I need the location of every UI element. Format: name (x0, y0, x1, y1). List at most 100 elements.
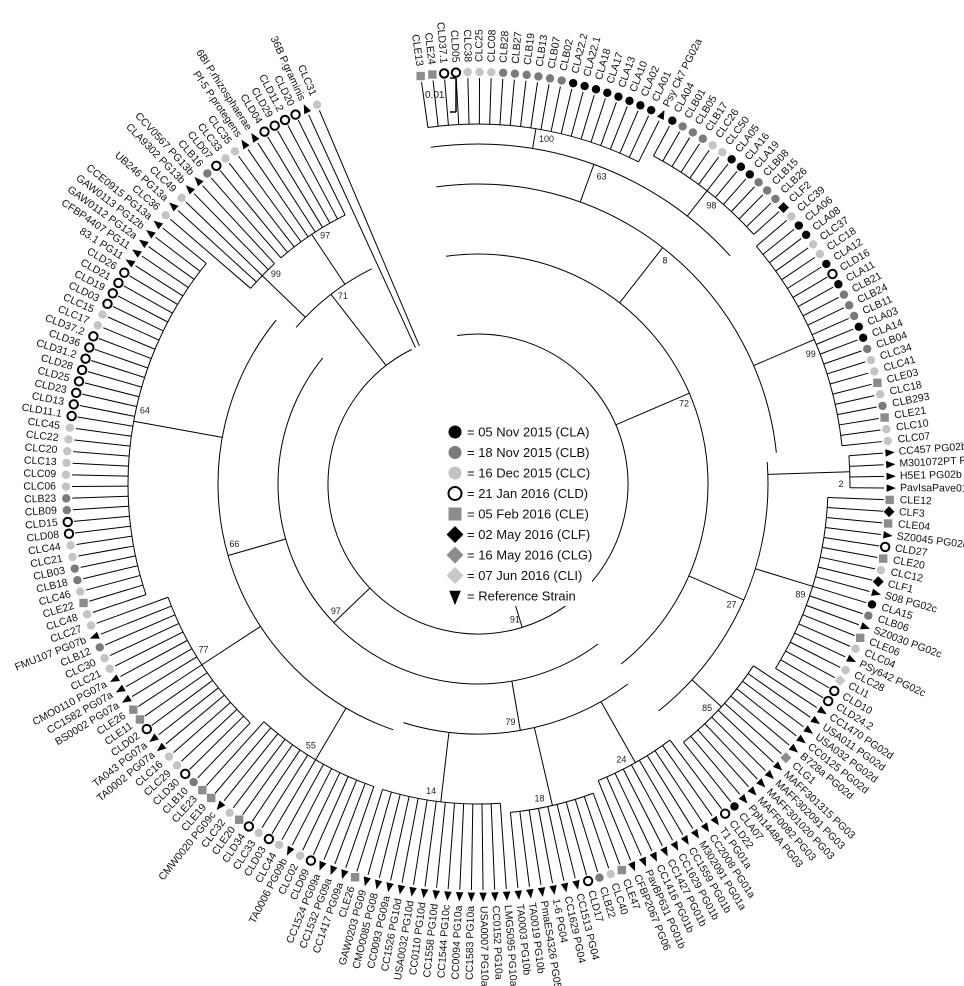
legend-label: = 02 May 2016 (CLF) (467, 527, 590, 542)
scale-bar-label: 0.01 (425, 90, 445, 101)
clade-stem (533, 727, 553, 806)
leaf-marker (849, 311, 859, 321)
leaf-marker (638, 856, 647, 867)
leaf-branch (214, 727, 272, 794)
leaf-node: CLC06 (23, 480, 71, 493)
leaf-label: LMG5095 PG10a (502, 905, 520, 986)
leaf-branch (228, 162, 295, 248)
leaf-marker (156, 742, 167, 752)
leaf-branch (89, 584, 144, 602)
leaf-marker (557, 76, 566, 85)
leaf-marker (68, 399, 79, 410)
leaf-marker (62, 505, 72, 515)
clade-stem (315, 707, 347, 760)
leaf-marker (82, 610, 92, 619)
leaf-marker (870, 367, 879, 376)
leaf-branch (841, 441, 882, 447)
clade-stem (753, 339, 815, 367)
bootstrap-value: 98 (706, 200, 716, 210)
bootstrap-value: 27 (726, 600, 736, 610)
leaf-label: CLD27 (894, 542, 928, 559)
leaf-marker (834, 675, 846, 687)
leaf-branch (806, 604, 859, 626)
leaf-branch (105, 614, 176, 646)
leaf-marker (649, 851, 657, 862)
leaf-marker (161, 211, 170, 220)
legend-label: = Reference Strain (467, 589, 576, 604)
leaf-branch (165, 694, 225, 745)
leaf-branch (820, 339, 858, 355)
bootstrap-value: 18 (534, 793, 544, 803)
leaf-branch (787, 266, 822, 289)
leaf-branch (96, 596, 169, 624)
leaf-marker (62, 458, 71, 468)
bootstrap-value: 55 (306, 741, 316, 751)
leaf-marker (614, 92, 623, 101)
leaf-marker (886, 472, 896, 481)
leaf-marker (312, 100, 322, 109)
leaf-marker (64, 435, 73, 444)
leaf-marker (727, 155, 736, 164)
leaf-branch (550, 86, 561, 132)
leaf-marker (428, 70, 437, 79)
leaf-marker (216, 800, 226, 811)
leaf-marker (498, 68, 508, 77)
leaf-marker (764, 769, 774, 780)
leaf-branch (753, 211, 780, 235)
leaf-node: CC0094 PG10a (450, 892, 465, 980)
leaf-node: CLD15 (25, 517, 73, 532)
leaf-label: CC0152 PG10a (490, 905, 505, 980)
leaf-marker (475, 67, 484, 77)
leaf-branch (77, 416, 133, 427)
leaf-branch (499, 803, 507, 890)
leaf-branch (421, 81, 429, 128)
leaf-label: M301072PT PG02b (899, 453, 964, 469)
leaf-marker (86, 621, 96, 630)
leaf-branch (775, 247, 809, 272)
leaf-marker (295, 851, 305, 860)
leaf-branch (590, 98, 606, 143)
clade-arc (598, 739, 671, 782)
leaf-marker (660, 846, 668, 857)
leaf-branch (120, 639, 188, 677)
leaf-branch (499, 78, 504, 125)
leaf-marker (487, 68, 496, 77)
leaf-branch (817, 566, 873, 581)
leaf-marker (646, 105, 656, 115)
leaf-branch (769, 238, 802, 264)
leaf-marker (76, 587, 85, 596)
leaf-node: CLC13 (24, 455, 71, 468)
leaf-label: CLD15 (25, 517, 59, 532)
leaf-marker (243, 821, 255, 832)
leaf-label: CC457 PG02b (898, 441, 964, 458)
leaf-branch (291, 768, 333, 846)
leaf-marker (115, 684, 126, 693)
leaf-marker (688, 128, 698, 137)
leaf-marker (606, 869, 615, 879)
leaf-marker (710, 815, 719, 826)
leaf-label: CLC44 (27, 541, 61, 558)
leaf-label: CLB23 (24, 493, 57, 506)
leaf-branch (261, 754, 309, 829)
leaf-node: CLD27 (879, 541, 928, 559)
leaf-branch (724, 702, 782, 755)
leaf-branch (467, 78, 470, 125)
clade-arc (510, 792, 594, 813)
leaf-marker (416, 71, 425, 81)
bootstrap-value: 72 (679, 398, 689, 408)
leaf-marker (580, 81, 589, 91)
leaf-node: CLB09 (24, 505, 72, 519)
leaf-marker (185, 185, 195, 195)
leaf-marker (823, 695, 834, 707)
leaf-branch (257, 142, 316, 233)
leaf-branch (345, 786, 375, 869)
clade-arc (436, 183, 777, 453)
leaf-branch (807, 307, 845, 326)
leaf-branch (271, 759, 317, 835)
leaf-branch (704, 723, 758, 780)
leaf-marker (467, 892, 476, 902)
leaf-marker (110, 674, 120, 683)
leaf-branch (823, 536, 880, 547)
leaf-branch (762, 228, 795, 255)
leaf-branch (267, 136, 323, 228)
